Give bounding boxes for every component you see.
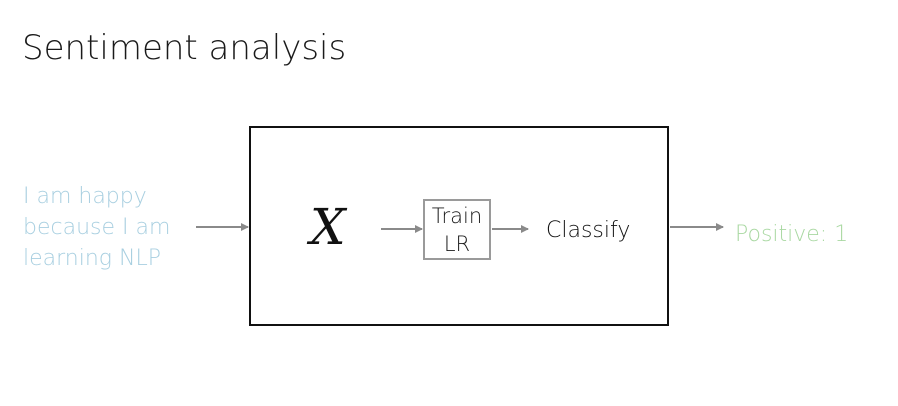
input-line-3: learning NLP: [23, 246, 161, 271]
train-lr-box: Train LR: [423, 199, 491, 260]
page-title: Sentiment analysis: [22, 28, 347, 68]
input-line-1: I am happy: [23, 184, 147, 209]
feature-matrix-symbol: X: [310, 198, 346, 256]
classify-label: Classify: [546, 218, 631, 243]
train-label: Train: [431, 204, 483, 228]
input-line-2: because I am: [23, 215, 171, 240]
input-sentence: I am happy because I am learning NLP: [23, 181, 193, 274]
output-label: Positive: 1: [735, 222, 849, 247]
lr-label: LR: [443, 232, 471, 256]
pipeline-box: [249, 126, 669, 326]
